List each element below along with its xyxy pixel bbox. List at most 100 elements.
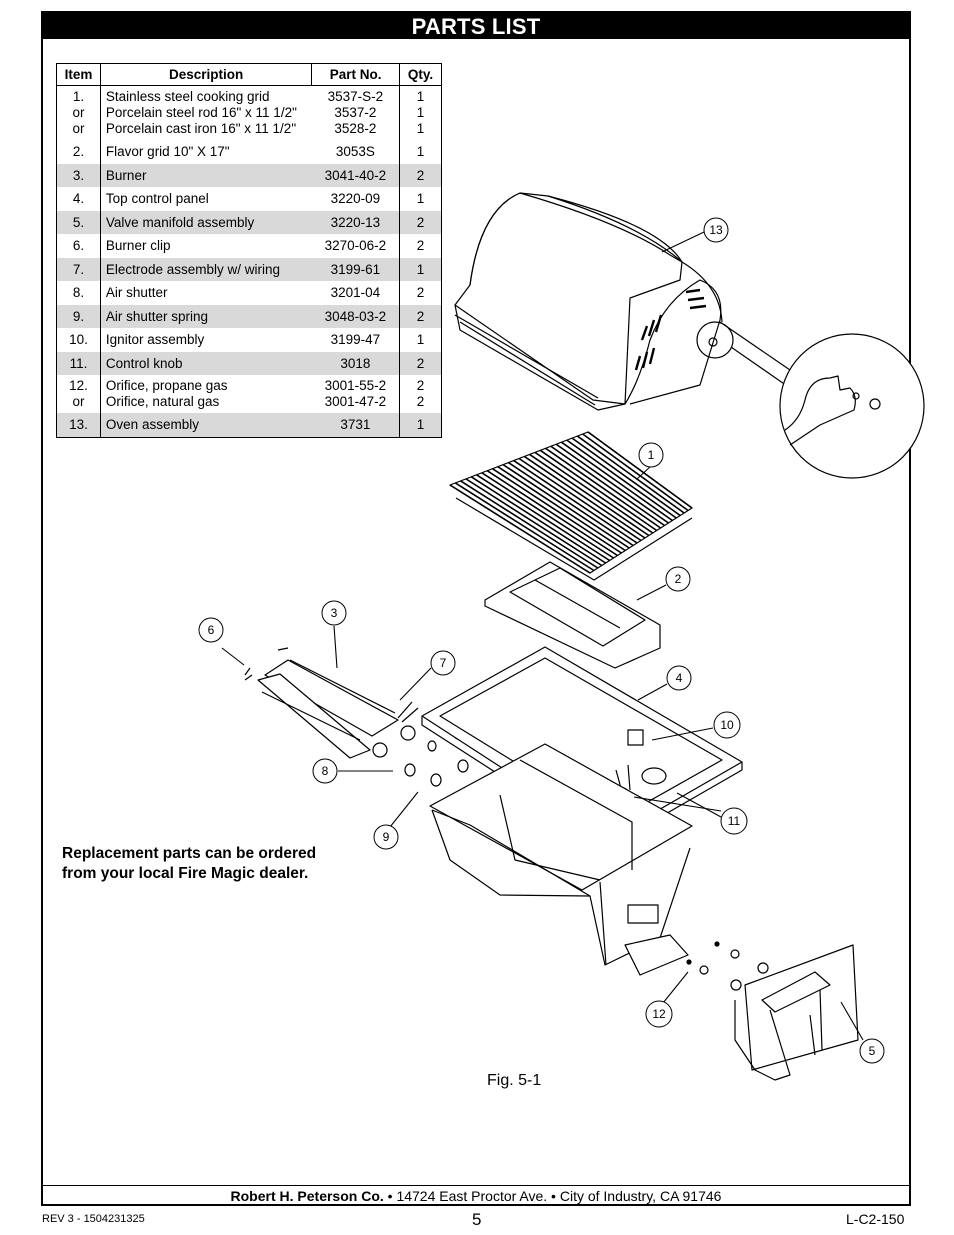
- grid-bar: [465, 478, 603, 567]
- callout-5: 5: [859, 1038, 885, 1064]
- callout-3: 3: [321, 600, 347, 626]
- item-cell: 13.: [56, 413, 101, 438]
- item-cell: 6.: [56, 234, 101, 258]
- grid-bar: [550, 445, 665, 527]
- quantity-cell-line: 2: [416, 167, 425, 183]
- item-cell-line: 1.: [72, 89, 85, 104]
- description-cell-line: Porcelain cast iron 16" x 11 1/2": [105, 121, 297, 136]
- svg-text:4: 4: [676, 671, 683, 685]
- callout-6: 6: [198, 617, 224, 643]
- item-cell-line: 7.: [72, 261, 85, 277]
- svg-text:3: 3: [331, 606, 338, 620]
- grill-body-drawing: [429, 743, 693, 976]
- footer-address: Robert H. Peterson Co. • 14724 East Proc…: [43, 1188, 909, 1204]
- callout-leaders: [221, 231, 864, 1041]
- item-cell: 12.or: [56, 375, 101, 413]
- table-header-row: Item Description Part No. Qty.: [56, 63, 442, 86]
- grid-bar: [571, 437, 681, 517]
- note-line-2: from your local Fire Magic dealer.: [62, 864, 309, 882]
- part-number-cell: 3199-47: [312, 328, 400, 352]
- item-cell-line: 9.: [72, 308, 85, 324]
- quantity-cell: 2: [399, 234, 442, 258]
- item-cell: 8.: [56, 281, 101, 305]
- svg-text:11: 11: [728, 814, 741, 828]
- item-cell-line: 2.: [72, 144, 85, 160]
- description-cell: Top control panel: [99, 187, 312, 211]
- item-cell-line: 13.: [69, 417, 88, 433]
- description-cell-line: Air shutter spring: [105, 308, 208, 324]
- grid-bar: [481, 472, 614, 559]
- note-line-1: Replacement parts can be ordered: [62, 845, 317, 862]
- quantity-cell: 1: [399, 257, 442, 281]
- part-number-cell: 3199-61: [311, 257, 400, 281]
- grid-bar: [454, 482, 595, 572]
- part-number-cell: 3201-04: [312, 281, 400, 305]
- item-cell: 9.: [56, 304, 101, 328]
- grid-bar: [529, 453, 650, 537]
- company-name: Robert H. Peterson Co.: [230, 1188, 384, 1204]
- callout-2: 2: [665, 566, 691, 592]
- replacement-parts-note: Replacement parts can be ordered from yo…: [62, 844, 316, 883]
- item-cell-line: 10.: [69, 332, 88, 348]
- quantity-cell-line: 2: [416, 394, 425, 409]
- part-number-cell-line: 3001-47-2: [324, 394, 387, 409]
- grid-bar: [507, 461, 634, 547]
- oven-assembly-drawing: [454, 192, 925, 479]
- svg-text:6: 6: [208, 623, 215, 637]
- quantity-cell: 1: [399, 187, 442, 211]
- grid-bar: [476, 474, 611, 562]
- part-number-cell-line: 3201-04: [330, 285, 381, 301]
- item-cell: 7.: [56, 257, 101, 281]
- quantity-cell: 1: [399, 328, 442, 352]
- quantity-cell: 2: [399, 210, 442, 234]
- part-number-cell: 3048-03-2: [311, 304, 400, 328]
- quantity-cell-line: 1: [416, 417, 425, 433]
- burners-drawing: [244, 647, 469, 787]
- description-cell: Control knob: [99, 351, 312, 375]
- quantity-cell-line: 1: [416, 191, 425, 207]
- description-cell-line: Control knob: [105, 355, 183, 371]
- description-cell-line: Orifice, propane gas: [105, 378, 228, 393]
- quantity-cell-line: 1: [416, 144, 425, 160]
- grid-bar: [555, 443, 669, 524]
- grid-bar: [502, 463, 630, 549]
- description-cell: Oven assembly: [99, 413, 312, 438]
- description-cell-line: Electrode assembly w/ wiring: [105, 261, 280, 277]
- svg-text:2: 2: [675, 572, 682, 586]
- quantity-cell-line: 1: [416, 105, 425, 120]
- item-cell-line: 12.: [69, 378, 88, 393]
- document-code: L-C2-150: [846, 1211, 905, 1227]
- description-cell-line: Stainless steel cooking grid: [105, 89, 270, 104]
- part-number-cell: 3053S: [312, 140, 400, 164]
- part-number-cell-line: 3053S: [335, 144, 375, 160]
- grid-bar: [460, 480, 599, 569]
- svg-text:8: 8: [322, 764, 329, 778]
- quantity-cell: 1: [399, 140, 442, 164]
- callout-13: 13: [703, 217, 729, 243]
- grid-bar: [582, 433, 689, 512]
- svg-text:12: 12: [652, 1007, 666, 1021]
- part-number-cell: 3220-09: [312, 187, 400, 211]
- description-cell-line: Air shutter: [105, 285, 168, 301]
- quantity-cell-line: 1: [416, 89, 425, 104]
- valve-manifold-drawing: [686, 941, 859, 1081]
- description-cell-line: Burner clip: [105, 238, 171, 254]
- callouts: 13 1 2 3 6 7 4 10 8 11 9 12 5: [198, 217, 885, 1064]
- grid-bar: [449, 484, 591, 574]
- page-frame: PARTS LIST Robert H. Peterson Co. • 1472…: [41, 11, 911, 1206]
- description-cell-line: Orifice, natural gas: [105, 394, 220, 409]
- grid-bar: [518, 457, 642, 542]
- part-number-cell-line: 3001-55-2: [324, 378, 387, 393]
- svg-text:5: 5: [869, 1044, 876, 1058]
- callout-12: 12: [645, 1000, 673, 1028]
